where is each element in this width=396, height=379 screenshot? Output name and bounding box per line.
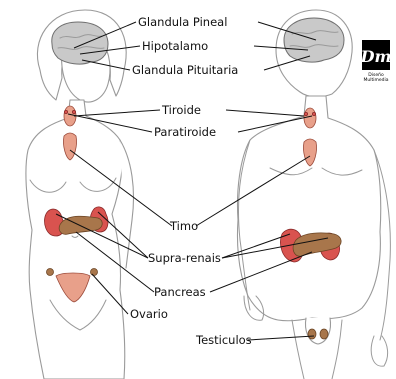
male-hand-right bbox=[371, 336, 387, 366]
label-ovary: Ovario bbox=[130, 307, 168, 321]
female-figure bbox=[26, 10, 134, 379]
female-brain bbox=[52, 22, 108, 64]
female-ovary-right bbox=[91, 269, 98, 276]
female-arm bbox=[120, 140, 134, 268]
male-thyroid bbox=[304, 108, 316, 128]
label-pancreas: Pancreas bbox=[154, 285, 206, 299]
label-thymus: Timo bbox=[169, 219, 198, 233]
label-hypothalamus: Hipotalamo bbox=[142, 39, 208, 53]
female-ovary-left bbox=[47, 269, 54, 276]
label-pineal: Glandula Pineal bbox=[138, 15, 227, 29]
male-torso bbox=[237, 96, 380, 321]
male-brain bbox=[284, 18, 344, 62]
male-parathyroid-dot-2 bbox=[312, 112, 315, 115]
label-adrenals: Supra-renais bbox=[148, 251, 221, 265]
label-testicles: Testiculos bbox=[195, 333, 252, 347]
male-testicle-left bbox=[308, 329, 316, 339]
logo-mark: Dm bbox=[360, 47, 392, 66]
logo-caption-2: Multimedia bbox=[363, 77, 388, 83]
brand-logo: Dm Diseño Multimedia bbox=[360, 40, 392, 83]
male-testicle-right bbox=[320, 329, 328, 339]
female-parathyroid-dot-1 bbox=[64, 110, 67, 113]
female-parathyroid-dot-2 bbox=[72, 110, 75, 113]
label-pituitary: Glandula Pituitaria bbox=[132, 63, 238, 77]
label-parathyroid: Paratiroide bbox=[154, 125, 216, 139]
male-parathyroid-dot-1 bbox=[304, 112, 307, 115]
label-thyroid: Tiroide bbox=[161, 103, 201, 117]
labels: Glandula Pineal Hipotalamo Glandula Pitu… bbox=[130, 15, 252, 347]
